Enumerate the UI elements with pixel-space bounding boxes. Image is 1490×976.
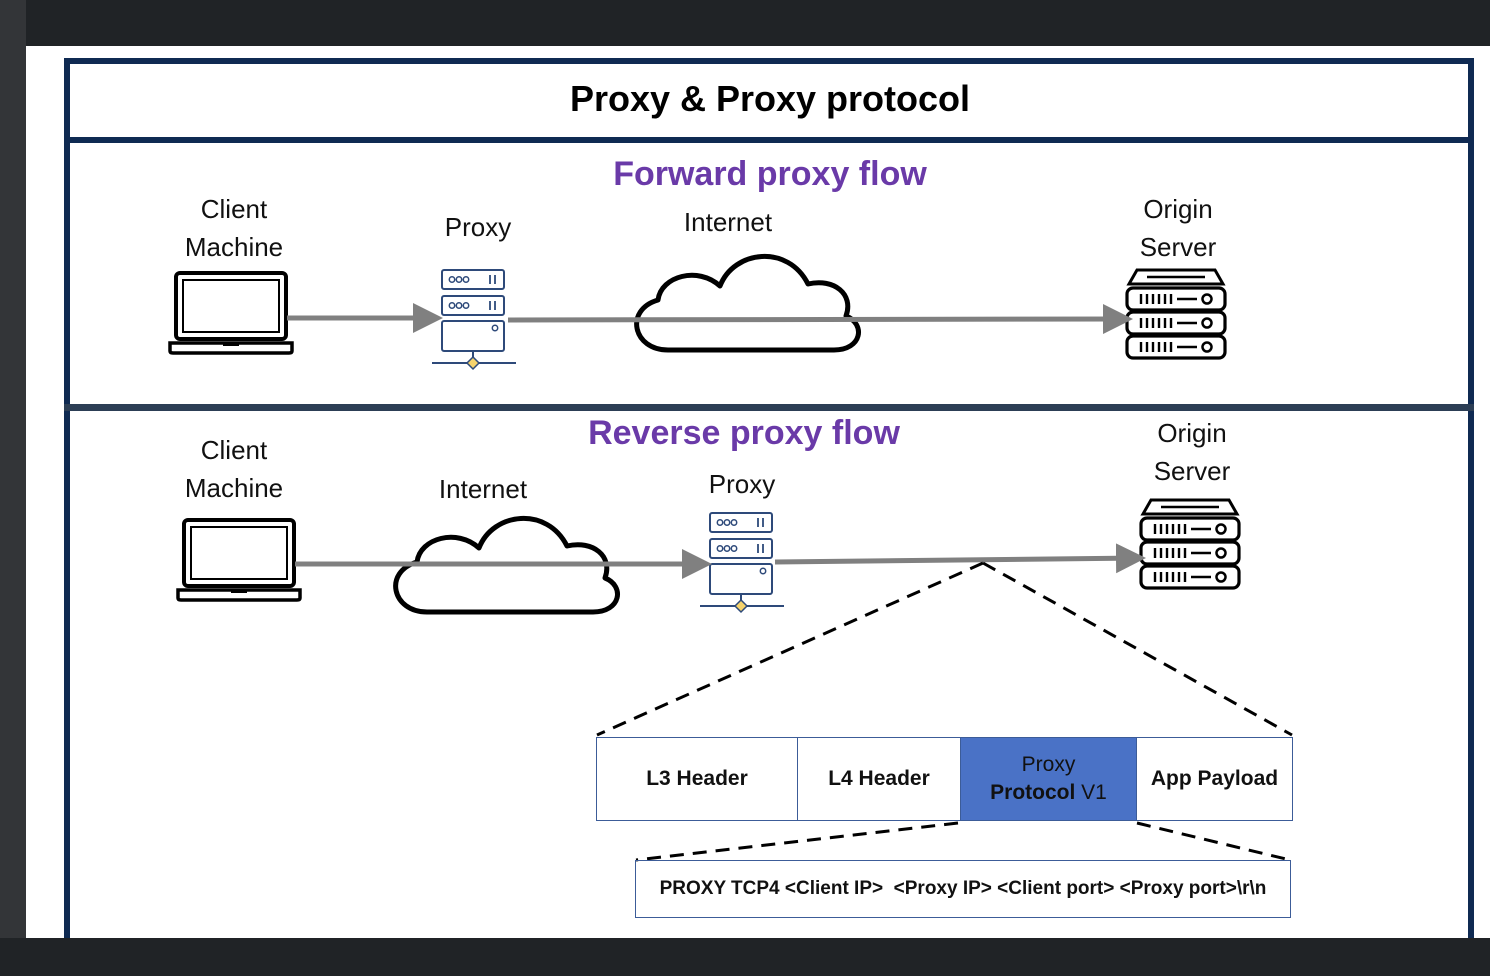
server-rack-icon [431, 269, 517, 370]
reverse-client-label: Client Machine [134, 431, 334, 507]
forward-arrow-proxy-to-origin [507, 304, 1133, 335]
reverse-origin-label-line2: Server [1153, 456, 1231, 486]
cloud-icon [637, 256, 859, 350]
forward-client-label-line2: Machine [184, 232, 284, 262]
laptop-icon [176, 518, 302, 602]
forward-origin-label-line2: Server [1139, 232, 1217, 262]
proxy-protocol-line2: Protocol V1 [990, 779, 1107, 807]
server-rack-icon [699, 512, 785, 613]
reverse-client-label-line1: Client [200, 435, 268, 465]
window-left-bar [0, 0, 26, 976]
forward-internet-label: Internet [683, 207, 773, 237]
window-top-bar [0, 0, 1490, 46]
diagram-frame [64, 58, 1474, 938]
l3-header-cell: L3 Header [597, 738, 798, 820]
laptop-icon [168, 271, 294, 355]
slide-canvas [26, 46, 1490, 938]
zoom-lines [596, 561, 1293, 862]
l4-header-cell: L4 Header [798, 738, 961, 820]
reverse-section-title: Reverse proxy flow [588, 414, 900, 452]
packet-structure: L3 Header L4 Header Proxy Protocol V1 Ap… [596, 737, 1293, 821]
forward-origin-label: Origin Server [1098, 190, 1258, 266]
origin-server-icon [1125, 268, 1227, 360]
diagram-title: Proxy & Proxy protocol [569, 78, 971, 119]
proxy-header-format: PROXY TCP4 <Client IP> <Proxy IP> <Clien… [635, 860, 1291, 918]
reverse-origin-label-line1: Origin [1157, 418, 1227, 448]
reverse-proxy-label: Proxy [708, 469, 776, 499]
section-divider [64, 404, 1474, 411]
app-payload-cell: App Payload [1150, 767, 1279, 790]
forward-section-title: Forward proxy flow [613, 155, 927, 193]
proxy-protocol-line1: Proxy [1021, 753, 1076, 776]
reverse-origin-label: Origin Server [1112, 414, 1272, 490]
title-divider [64, 137, 1474, 143]
window-bottom-bar [0, 938, 1490, 976]
reverse-client-label-line2: Machine [184, 473, 284, 503]
forward-origin-label-line1: Origin [1143, 194, 1213, 224]
forward-proxy-label: Proxy [444, 212, 512, 242]
proxy-protocol-bold: Protocol [990, 781, 1076, 804]
reverse-internet-label: Internet [438, 474, 528, 504]
forward-client-label-line1: Client [200, 194, 268, 224]
proxy-protocol-cell: Proxy Protocol V1 [961, 738, 1137, 820]
origin-server-icon [1139, 498, 1241, 590]
forward-client-label: Client Machine [134, 190, 334, 266]
reverse-arrow-proxy-to-origin [774, 543, 1146, 574]
proxy-protocol-version: V1 [1075, 781, 1107, 804]
